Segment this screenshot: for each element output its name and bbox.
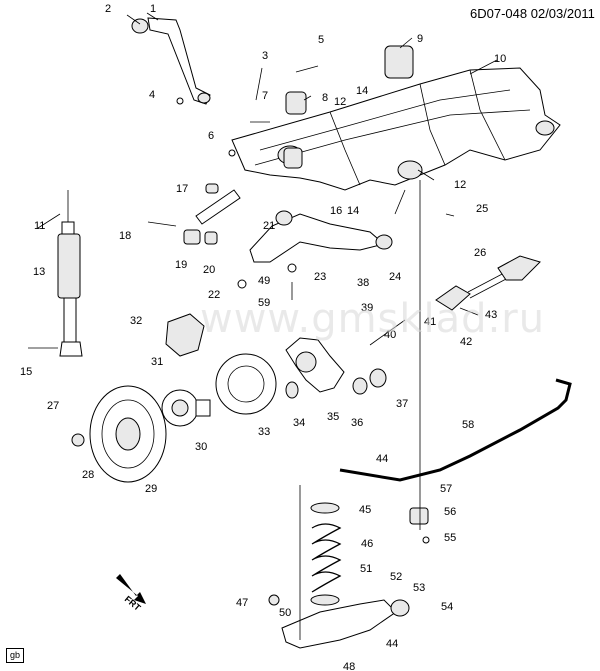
stabilizer-bar — [339, 378, 572, 482]
callout-20: 20 — [203, 264, 215, 276]
callout-21: 21 — [263, 220, 275, 232]
callout-27: 27 — [47, 400, 59, 412]
caliper-bracket — [165, 313, 205, 357]
callout-8: 8 — [322, 92, 328, 104]
callout-46: 46 — [361, 538, 373, 550]
coil-spring — [310, 502, 342, 606]
wheel-hub — [161, 389, 211, 427]
callout-44a: 44 — [376, 453, 388, 465]
callout-18: 18 — [119, 230, 131, 242]
callout-28: 28 — [82, 469, 94, 481]
callout-9: 9 — [417, 33, 423, 45]
callout-12a: 12 — [334, 96, 346, 108]
forward-arrow-icon: FRT — [116, 574, 146, 613]
callout-26: 26 — [474, 247, 486, 259]
callout-24: 24 — [389, 271, 401, 283]
callout-22: 22 — [208, 289, 220, 301]
callout-5: 5 — [318, 34, 324, 46]
callout-49: 49 — [258, 275, 270, 287]
bushing-9 — [384, 45, 414, 79]
callout-41: 41 — [424, 316, 436, 328]
callout-3: 3 — [262, 50, 268, 62]
callout-40: 40 — [384, 329, 396, 341]
drive-shaft — [435, 255, 541, 311]
callout-52: 52 — [390, 571, 402, 583]
trailing-link — [131, 17, 211, 105]
brake-rotor — [71, 385, 167, 483]
callout-36: 36 — [351, 417, 363, 429]
callout-53: 53 — [413, 582, 425, 594]
callout-43: 43 — [485, 309, 497, 321]
rear-subframe — [231, 67, 561, 191]
corner-badge: gb — [6, 648, 24, 663]
callout-29: 29 — [145, 483, 157, 495]
callout-48: 48 — [343, 661, 355, 671]
callout-4: 4 — [149, 89, 155, 101]
callout-50: 50 — [279, 607, 291, 619]
callout-33: 33 — [258, 426, 270, 438]
callout-19: 19 — [175, 259, 187, 271]
lower-control-arm — [237, 210, 393, 300]
callout-55: 55 — [444, 532, 456, 544]
shock-absorber — [28, 190, 83, 357]
callout-14a: 14 — [356, 85, 368, 97]
callout-56: 56 — [444, 506, 456, 518]
callout-1: 1 — [150, 3, 156, 15]
callout-37: 37 — [396, 398, 408, 410]
callout-10: 10 — [494, 53, 506, 65]
callout-13: 13 — [33, 266, 45, 278]
callout-39: 39 — [361, 302, 373, 314]
callout-14b: 14 — [347, 205, 359, 217]
callout-32: 32 — [130, 315, 142, 327]
callout-7: 7 — [262, 90, 268, 102]
callout-58: 58 — [462, 419, 474, 431]
callout-38: 38 — [357, 277, 369, 289]
callout-12b: 12 — [454, 179, 466, 191]
callout-16: 16 — [330, 205, 342, 217]
diagram-date: 02/03/2011 — [530, 6, 595, 21]
upper-link — [147, 183, 241, 245]
bushing-lower — [283, 147, 303, 169]
callout-57: 57 — [440, 483, 452, 495]
callout-54: 54 — [441, 601, 453, 613]
watermark: www.gmsklad.ru — [200, 296, 546, 342]
callout-42: 42 — [460, 336, 472, 348]
callout-30: 30 — [195, 441, 207, 453]
callout-2: 2 — [105, 3, 111, 15]
knuckle — [285, 337, 387, 399]
callout-31: 31 — [151, 356, 163, 368]
callout-6: 6 — [208, 130, 214, 142]
callout-11: 11 — [34, 220, 45, 232]
diagram-header: 6D07-048 02/03/2011 — [470, 6, 595, 21]
callout-17: 17 — [176, 183, 188, 195]
callout-47: 47 — [236, 597, 248, 609]
callout-59: 59 — [258, 297, 270, 309]
leader-lines — [37, 12, 498, 640]
diagram-code: 6D07-048 — [470, 6, 528, 21]
callout-51: 51 — [360, 563, 372, 575]
callout-labels: 1 2 3 4 5 6 7 8 9 10 11 12 12 13 14 14 1… — [20, 3, 506, 671]
brake-shield — [215, 353, 277, 415]
stabilizer-clamp — [409, 507, 430, 544]
callout-23: 23 — [314, 271, 326, 283]
callout-44b: 44 — [386, 638, 398, 650]
lower-spring-arm — [268, 594, 410, 649]
callout-45: 45 — [359, 504, 371, 516]
callout-35: 35 — [327, 411, 339, 423]
bushing-8 — [285, 91, 307, 115]
callout-15: 15 — [20, 366, 32, 378]
callout-34: 34 — [293, 417, 305, 429]
bolts-top — [176, 65, 319, 157]
callout-25: 25 — [476, 203, 488, 215]
